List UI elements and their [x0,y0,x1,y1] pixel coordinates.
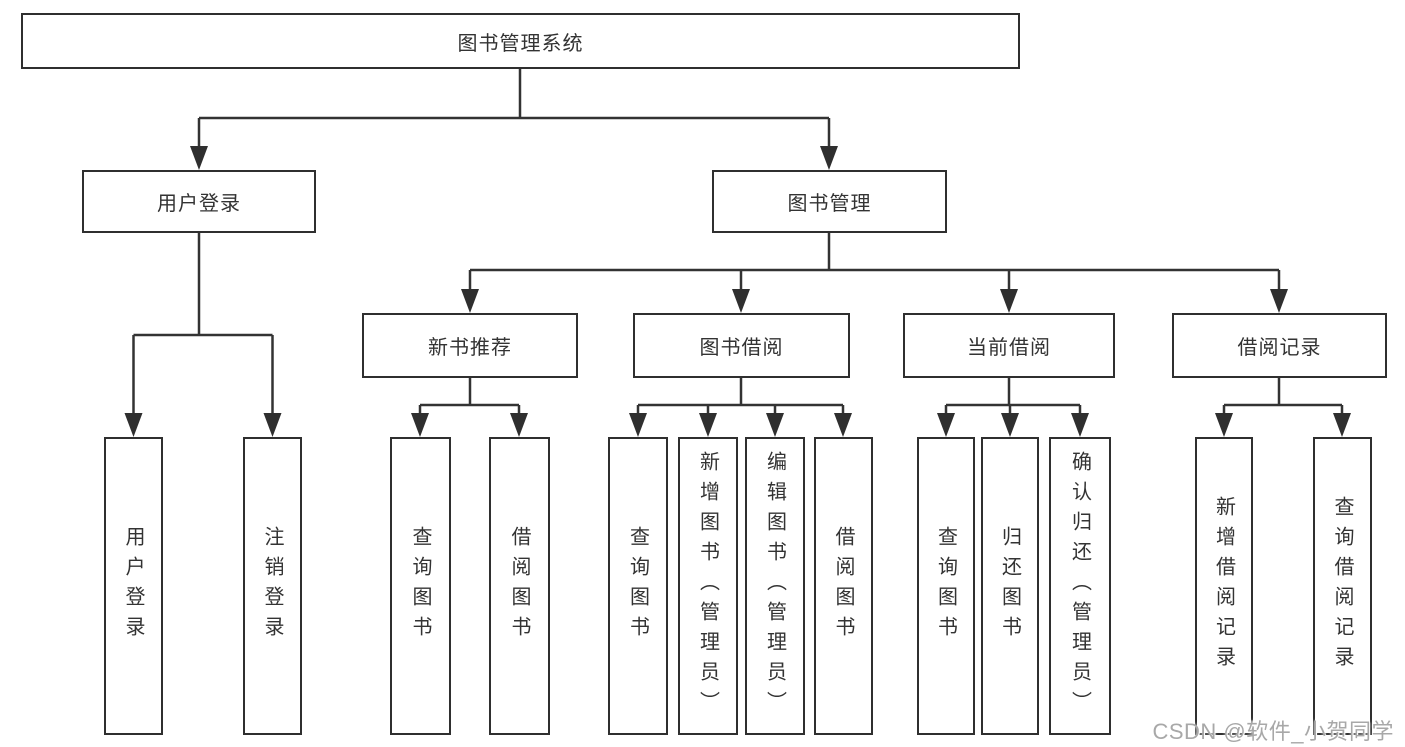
leaf-user-login-label: 用户登录 [122,526,144,646]
leaf-return-book: 归还图书 [981,437,1039,735]
node-borrow-records: 借阅记录 [1172,313,1387,378]
leaf-borrow-book-label: 借阅图书 [832,526,854,646]
leaf-borrow-book-recommend-label: 借阅图书 [508,526,530,646]
leaf-add-book-admin-label: 新增图书（管理员） [696,451,719,721]
leaf-query-book-current-label: 查询图书 [934,526,957,646]
leaf-query-book-current: 查询图书 [917,437,975,735]
leaf-query-book-recommend-label: 查询图书 [409,526,431,646]
leaf-logout: 注销登录 [243,437,302,735]
leaf-confirm-return-admin: 确认归还（管理员） [1049,437,1111,735]
node-book-management: 图书管理 [712,170,947,233]
leaf-query-borrow-record-label: 查询借阅记录 [1331,496,1353,676]
node-library-system: 图书管理系统 [21,13,1020,69]
leaf-confirm-return-admin-label: 确认归还（管理员） [1068,451,1091,721]
leaf-query-borrow-record: 查询借阅记录 [1313,437,1372,735]
leaf-add-borrow-record: 新增借阅记录 [1195,437,1253,735]
csdn-watermark: CSDN @软件_小贺同学 [1152,719,1394,744]
node-user-login: 用户登录 [82,170,316,233]
leaf-add-book-admin: 新增图书（管理员） [678,437,738,735]
leaf-borrow-book-recommend: 借阅图书 [489,437,550,735]
node-book-borrow: 图书借阅 [633,313,850,378]
node-new-book-recommend: 新书推荐 [362,313,578,378]
node-current-borrow: 当前借阅 [903,313,1115,378]
leaf-edit-book-admin: 编辑图书（管理员） [745,437,805,735]
leaf-query-book-borrow-label: 查询图书 [626,526,649,646]
leaf-logout-label: 注销登录 [261,526,283,646]
leaf-query-book-recommend: 查询图书 [390,437,451,735]
leaf-add-borrow-record-label: 新增借阅记录 [1212,496,1235,676]
leaf-return-book-label: 归还图书 [998,526,1021,646]
leaf-edit-book-admin-label: 编辑图书（管理员） [763,451,786,721]
arrowheads [124,146,1351,437]
leaf-user-login: 用户登录 [104,437,163,735]
leaf-borrow-book: 借阅图书 [814,437,873,735]
leaf-query-book-borrow: 查询图书 [608,437,668,735]
